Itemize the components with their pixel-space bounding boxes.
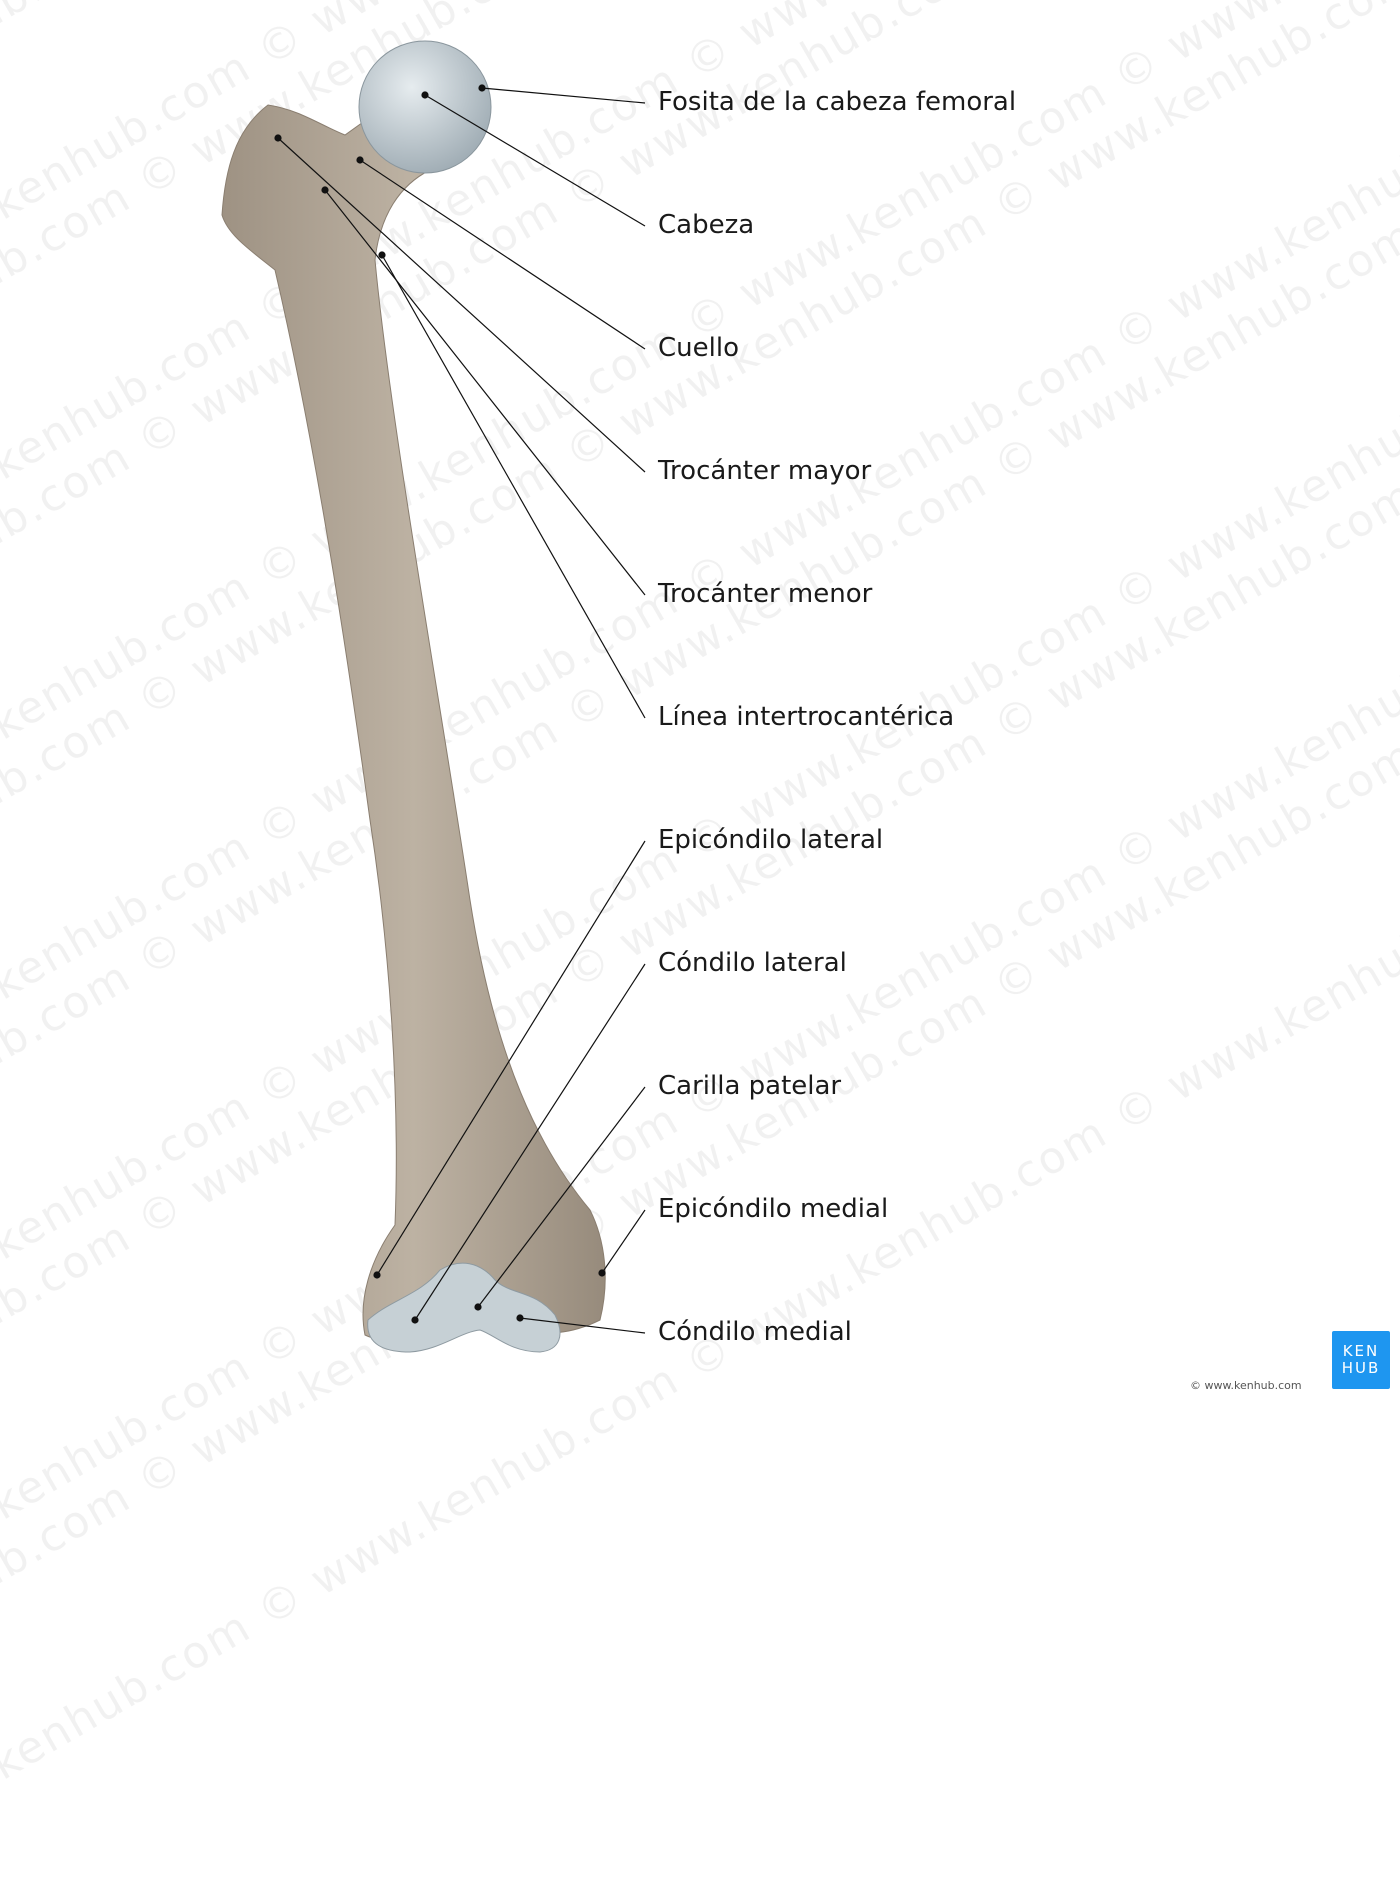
structure-label: Trocánter mayor (658, 456, 872, 486)
anchor-dot (274, 134, 282, 142)
structure-label: Trocánter menor (658, 579, 873, 609)
leader-line (424, 94, 646, 227)
structure-label: Línea intertrocantérica (658, 702, 955, 732)
anchor-dot (516, 1314, 524, 1322)
kenhub-logo[interactable]: KEN HUB (1332, 1331, 1390, 1389)
femoral-head (358, 40, 492, 174)
leader-line (277, 137, 646, 473)
structure-label: Cóndilo lateral (658, 948, 847, 978)
copyright-credit: © www.kenhub.com (1190, 1379, 1302, 1392)
anchor-dot (411, 1316, 419, 1324)
logo-text-ken: KEN (1342, 1342, 1380, 1360)
leader-line (601, 1209, 646, 1274)
structure-label: Cuello (658, 333, 739, 363)
leader-line (324, 189, 646, 596)
leader-line (376, 840, 646, 1276)
anchor-dot (356, 156, 364, 164)
femur-body (221, 104, 606, 1341)
anchor-dot (378, 251, 386, 259)
anchor-dot (421, 91, 429, 99)
leader-line (359, 159, 646, 350)
anchor-dot (474, 1303, 482, 1311)
leader-line (381, 254, 646, 719)
anchor-dot (478, 84, 486, 92)
logo-text-hub: HUB (1341, 1359, 1381, 1377)
structure-label: Carilla patelar (658, 1071, 842, 1101)
leader-line (414, 963, 646, 1321)
structure-label: Epicóndilo lateral (658, 825, 884, 855)
anchor-dot (373, 1271, 381, 1279)
leader-line (481, 87, 646, 104)
structure-label: Cóndilo medial (658, 1317, 852, 1347)
structure-label: Epicóndilo medial (658, 1194, 889, 1224)
leader-line (519, 1317, 646, 1334)
structure-label: Cabeza (658, 210, 755, 240)
structure-label: Fosita de la cabeza femoral (658, 87, 1017, 117)
condyles-cartilage (367, 1262, 561, 1353)
anchor-dot (598, 1269, 606, 1277)
femur-illustration (221, 40, 646, 1353)
leader-line (477, 1086, 646, 1308)
anchor-dot (321, 186, 329, 194)
